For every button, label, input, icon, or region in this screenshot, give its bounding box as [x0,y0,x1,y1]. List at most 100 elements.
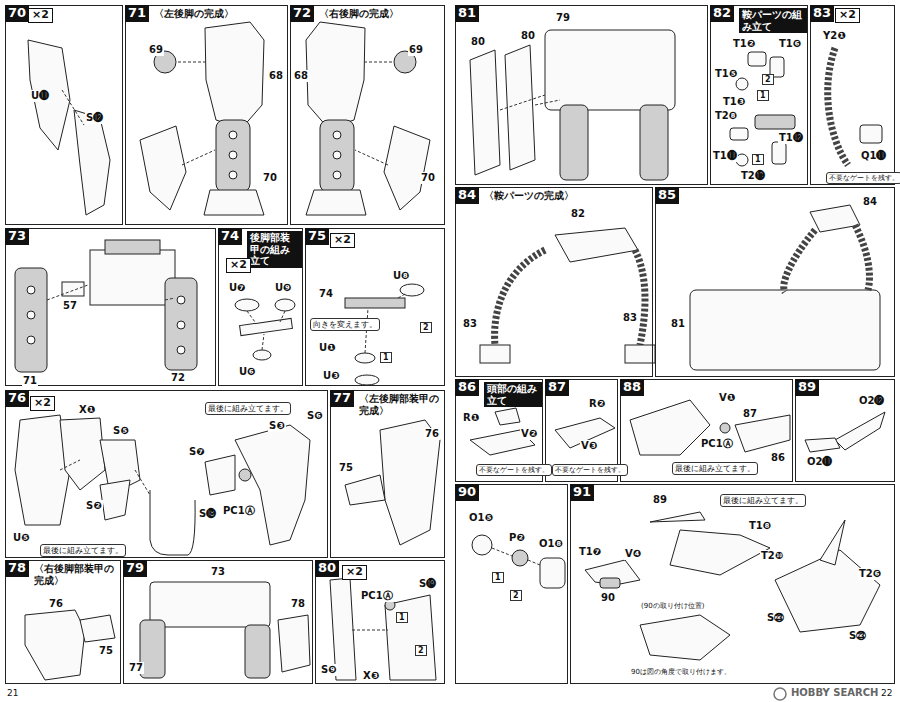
part-callout: U❺ [12,532,31,544]
count-badge: ×2 [330,233,355,248]
step-panel: 78 〈右後脚部装甲の完成〉 [5,560,121,684]
step-ref: 76 [48,598,64,610]
step-number: 83 [810,5,834,22]
step-ref: 89 [652,494,668,506]
step-ref: 68 [268,70,284,82]
step-number: 72 [290,5,314,22]
part-callout: O1❽ [538,538,564,550]
part-callout: U❽ [392,270,411,282]
note-callout: 最後に組み立てます。 [720,494,806,507]
part-callout: Q1⓫ [860,150,887,162]
part-callout: S⓲ [198,508,217,520]
count-badge: ×2 [835,8,860,23]
part-callout: O2⓫ [806,456,833,468]
step-ref: 81 [670,318,686,330]
order-number: 1 [380,352,392,363]
step-panel: 76 [5,390,328,558]
step-ref: 68 [293,70,309,82]
part-callout: S⓬ [85,112,104,124]
part-callout: S❸ [268,420,286,432]
step-number: 81 [455,5,479,22]
step-number: 87 [545,379,569,396]
step-ref: 86 [770,452,786,464]
step-ref: 69 [408,44,424,56]
step-panel: 70 [5,5,123,225]
part-callout: T1❸ [722,96,746,108]
step-panel: 84〈鞍パーツの完成〉 [455,187,653,377]
part-callout: T2⓭ [740,170,766,182]
step-number: 77 [330,390,354,407]
part-callout: T1❽ [748,520,772,532]
step-panel: 75 [305,228,445,386]
part-callout: PC1Ⓐ [360,590,394,602]
step-ref: 75 [98,645,114,657]
step-ref: 82 [570,208,586,220]
step-title: 〈右後脚部装甲の完成〉 [34,563,116,586]
part-callout: T1❼ [578,546,602,558]
step-ref: 57 [62,300,78,312]
step-ref: 84 [862,196,878,208]
step-ref: 77 [128,662,144,674]
part-callout: P❷ [508,532,526,544]
part-callout: T1❺ [714,68,738,80]
part-callout: O2⓬ [858,395,885,407]
page-number: 21 [6,688,19,698]
count-badge: ×2 [28,8,53,23]
part-callout: T1⓫ [712,150,738,162]
count-badge: ×2 [30,396,55,411]
part-callout: T2❿ [760,550,784,562]
step-panel: 73 [5,228,216,386]
note-callout: 向きを変えます。 [310,318,380,331]
note-callout: 不要なゲートを残す。 [552,464,628,476]
step-number: 78 [5,560,29,577]
step-title: 〈左後脚部装甲の完成〉 [359,393,440,416]
step-title: 鞍パーツの組み立て [739,8,807,33]
step-number: 90 [455,484,479,501]
part-callout: S❻ [306,410,324,422]
note-text: 90は図の角度で取り付けます。 [630,668,732,676]
note-callout: 不要なゲートを残す。 [476,464,552,476]
part-callout: R❷ [588,398,606,410]
step-ref: 70 [262,172,278,184]
part-callout: S❼ [188,446,206,458]
part-callout: S❷ [85,500,103,512]
count-badge: ×2 [226,258,251,273]
order-number: 2 [510,590,522,601]
note-callout: 最後に組み立てます。 [40,544,126,557]
step-ref: 80 [520,30,536,42]
part-callout: T2❽ [714,110,738,122]
part-callout: U❸ [322,370,341,382]
step-ref: 74 [318,288,334,300]
order-number: 1 [752,154,764,165]
step-ref: 79 [555,12,571,24]
step-number: 86 [455,379,479,396]
step-title: 頭部の組み立て [484,382,542,407]
part-callout: X❸ [362,670,380,682]
step-ref: 73 [210,566,226,578]
step-number: 89 [795,379,819,396]
step-number: 91 [570,484,594,501]
order-number: 1 [492,572,504,583]
step-ref: 71 [22,375,38,387]
part-callout: T1❷ [732,38,756,50]
step-number: 79 [123,560,147,577]
part-callout: V❶ [718,392,736,404]
count-badge: ×2 [342,565,367,580]
note-callout: 最後に組み立てます。 [672,462,758,475]
part-callout: S⓳ [418,578,437,590]
step-ref: 83 [462,318,478,330]
step-panel: 71〈左後脚の完成〉 [125,5,288,225]
part-callout: O1❺ [468,512,494,524]
step-title: 〈右後脚の完成〉 [319,8,399,20]
part-callout: V❹ [624,548,642,560]
part-callout: U❶ [318,342,337,354]
step-panel: 74後脚部装甲の組み立て [218,228,303,386]
order-number: 2 [420,322,432,333]
part-callout: V❸ [580,440,598,452]
part-callout: PC1Ⓐ [222,505,256,517]
step-panel: 91 [570,484,895,684]
step-panel: 85 [655,187,895,377]
step-number: 80 [315,560,339,577]
order-number: 1 [757,90,769,101]
step-title: 〈左後脚の完成〉 [154,8,234,20]
